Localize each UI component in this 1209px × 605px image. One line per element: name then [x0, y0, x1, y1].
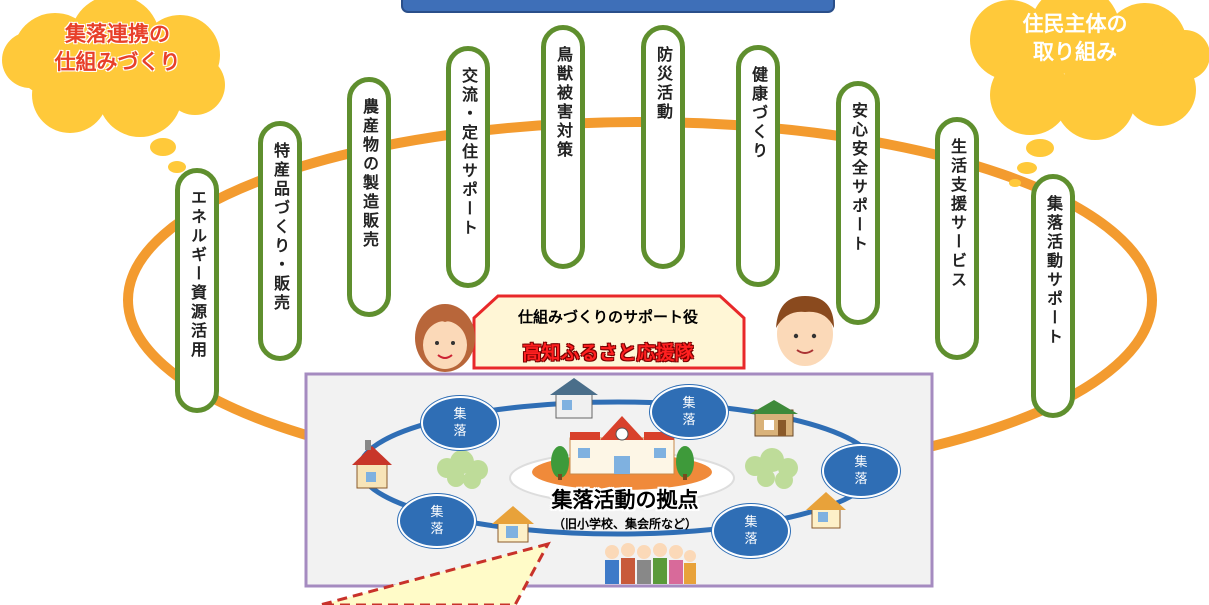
activity-label: 鳥獣被害対策 [554, 46, 573, 160]
village-node: 集落 [712, 504, 790, 558]
activity-label: エネルギー資源活用 [188, 189, 207, 360]
activity-pill: 生活支援サービス [935, 117, 979, 360]
residents-group-icon [605, 543, 696, 584]
activity-pill: 交流・定住サポート [446, 46, 490, 288]
cloud-right-line1: 住民主体の [1022, 12, 1128, 36]
callout-wedge [319, 541, 551, 605]
house-icon [492, 506, 534, 543]
school-icon [569, 416, 675, 475]
cloud-right [970, 0, 1209, 187]
female-supporter-icon [415, 304, 475, 372]
house-icon [750, 400, 798, 437]
activity-label: 安心安全サポート [849, 102, 868, 254]
village-node: 集落 [421, 396, 499, 450]
activity-pill: エネルギー資源活用 [175, 168, 219, 413]
activity-pill: 農産物の製造販売 [347, 77, 391, 317]
supporter-name: 高知ふるさと応援隊 [522, 342, 694, 364]
house-icon [806, 492, 846, 529]
hub-subtitle: （旧小学校、集会所など） [552, 517, 697, 531]
cloud-left-text: 集落連携の 仕組みづくり [20, 20, 215, 76]
activity-label: 生活支援サービス [948, 138, 967, 290]
activity-pill: 安心安全サポート [836, 81, 880, 325]
top-box [401, 0, 835, 13]
activity-pill: 防災活動 [641, 25, 685, 269]
tree-cluster-left [437, 450, 488, 489]
activity-label: 農産物の製造販売 [360, 98, 379, 250]
activity-label: 特産品づくり・販売 [271, 142, 290, 313]
supporter-banner [472, 294, 746, 370]
cloud-left-line2: 仕組みづくり [54, 50, 181, 74]
village-node: 集落 [398, 494, 476, 548]
activity-pill: 特産品づくり・販売 [258, 121, 302, 361]
hub-title: 集落活動の拠点 [551, 488, 699, 512]
supporter-role: 仕組みづくりのサポート役 [517, 308, 698, 326]
activity-pill: 健康づくり [736, 45, 780, 287]
activity-label: 健康づくり [749, 66, 768, 161]
activity-label: 交流・定住サポート [459, 67, 478, 238]
cloud-left [2, 0, 225, 185]
house-icon [352, 440, 392, 489]
cloud-left-line1: 集落連携の [65, 22, 170, 46]
activity-label: 集落活動サポート [1044, 195, 1063, 347]
cloud-right-line2: 取り組み [1033, 40, 1117, 64]
village-node: 集落 [822, 444, 900, 498]
house-icon [550, 378, 598, 419]
male-supporter-icon [776, 296, 834, 366]
village-node: 集落 [650, 385, 728, 439]
activity-pill: 集落活動サポート [1031, 174, 1075, 418]
cloud-right-text: 住民主体の 取り組み [975, 10, 1175, 66]
activity-label: 防災活動 [654, 46, 673, 122]
tree-cluster-right [745, 448, 798, 489]
activity-pill: 鳥獣被害対策 [541, 25, 585, 269]
hub-tree-icons [551, 446, 694, 480]
